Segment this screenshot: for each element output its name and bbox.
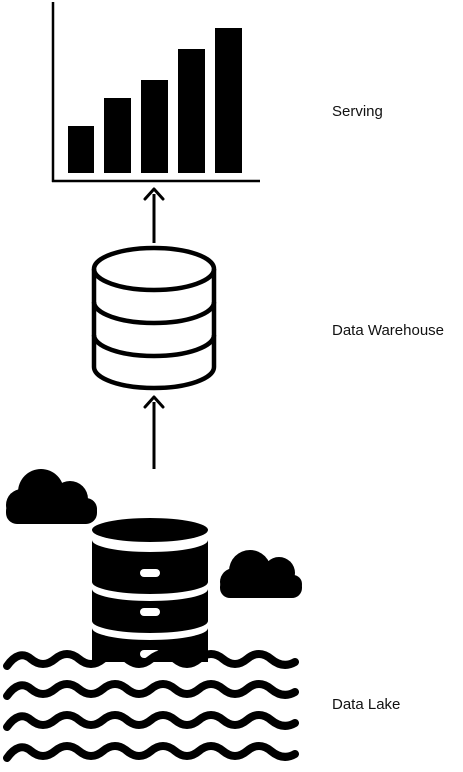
database-stack-icon [92, 518, 208, 662]
data-lake-icon [3, 469, 302, 762]
chart-bar [215, 28, 242, 173]
wave-line [3, 711, 299, 731]
cloud-icon [6, 469, 97, 524]
serving-label: Serving [332, 103, 383, 120]
server-slot [140, 569, 160, 577]
chart-bar [178, 49, 205, 173]
wave-line [3, 742, 299, 762]
chart-bar [141, 80, 168, 173]
wave-line [3, 650, 299, 670]
chart-bar [104, 98, 131, 173]
arrow-up-icon [143, 187, 165, 243]
data-lake-label: Data Lake [332, 696, 400, 713]
bar-chart-icon [51, 2, 260, 183]
arrow-up-icon [143, 395, 165, 469]
server-slot [140, 608, 160, 616]
cloud-icon [220, 550, 302, 598]
wave-line [3, 680, 299, 700]
database-icon [91, 245, 217, 391]
data-warehouse-label: Data Warehouse [332, 322, 444, 339]
water-waves-icon [3, 650, 299, 762]
chart-bar [68, 126, 94, 173]
